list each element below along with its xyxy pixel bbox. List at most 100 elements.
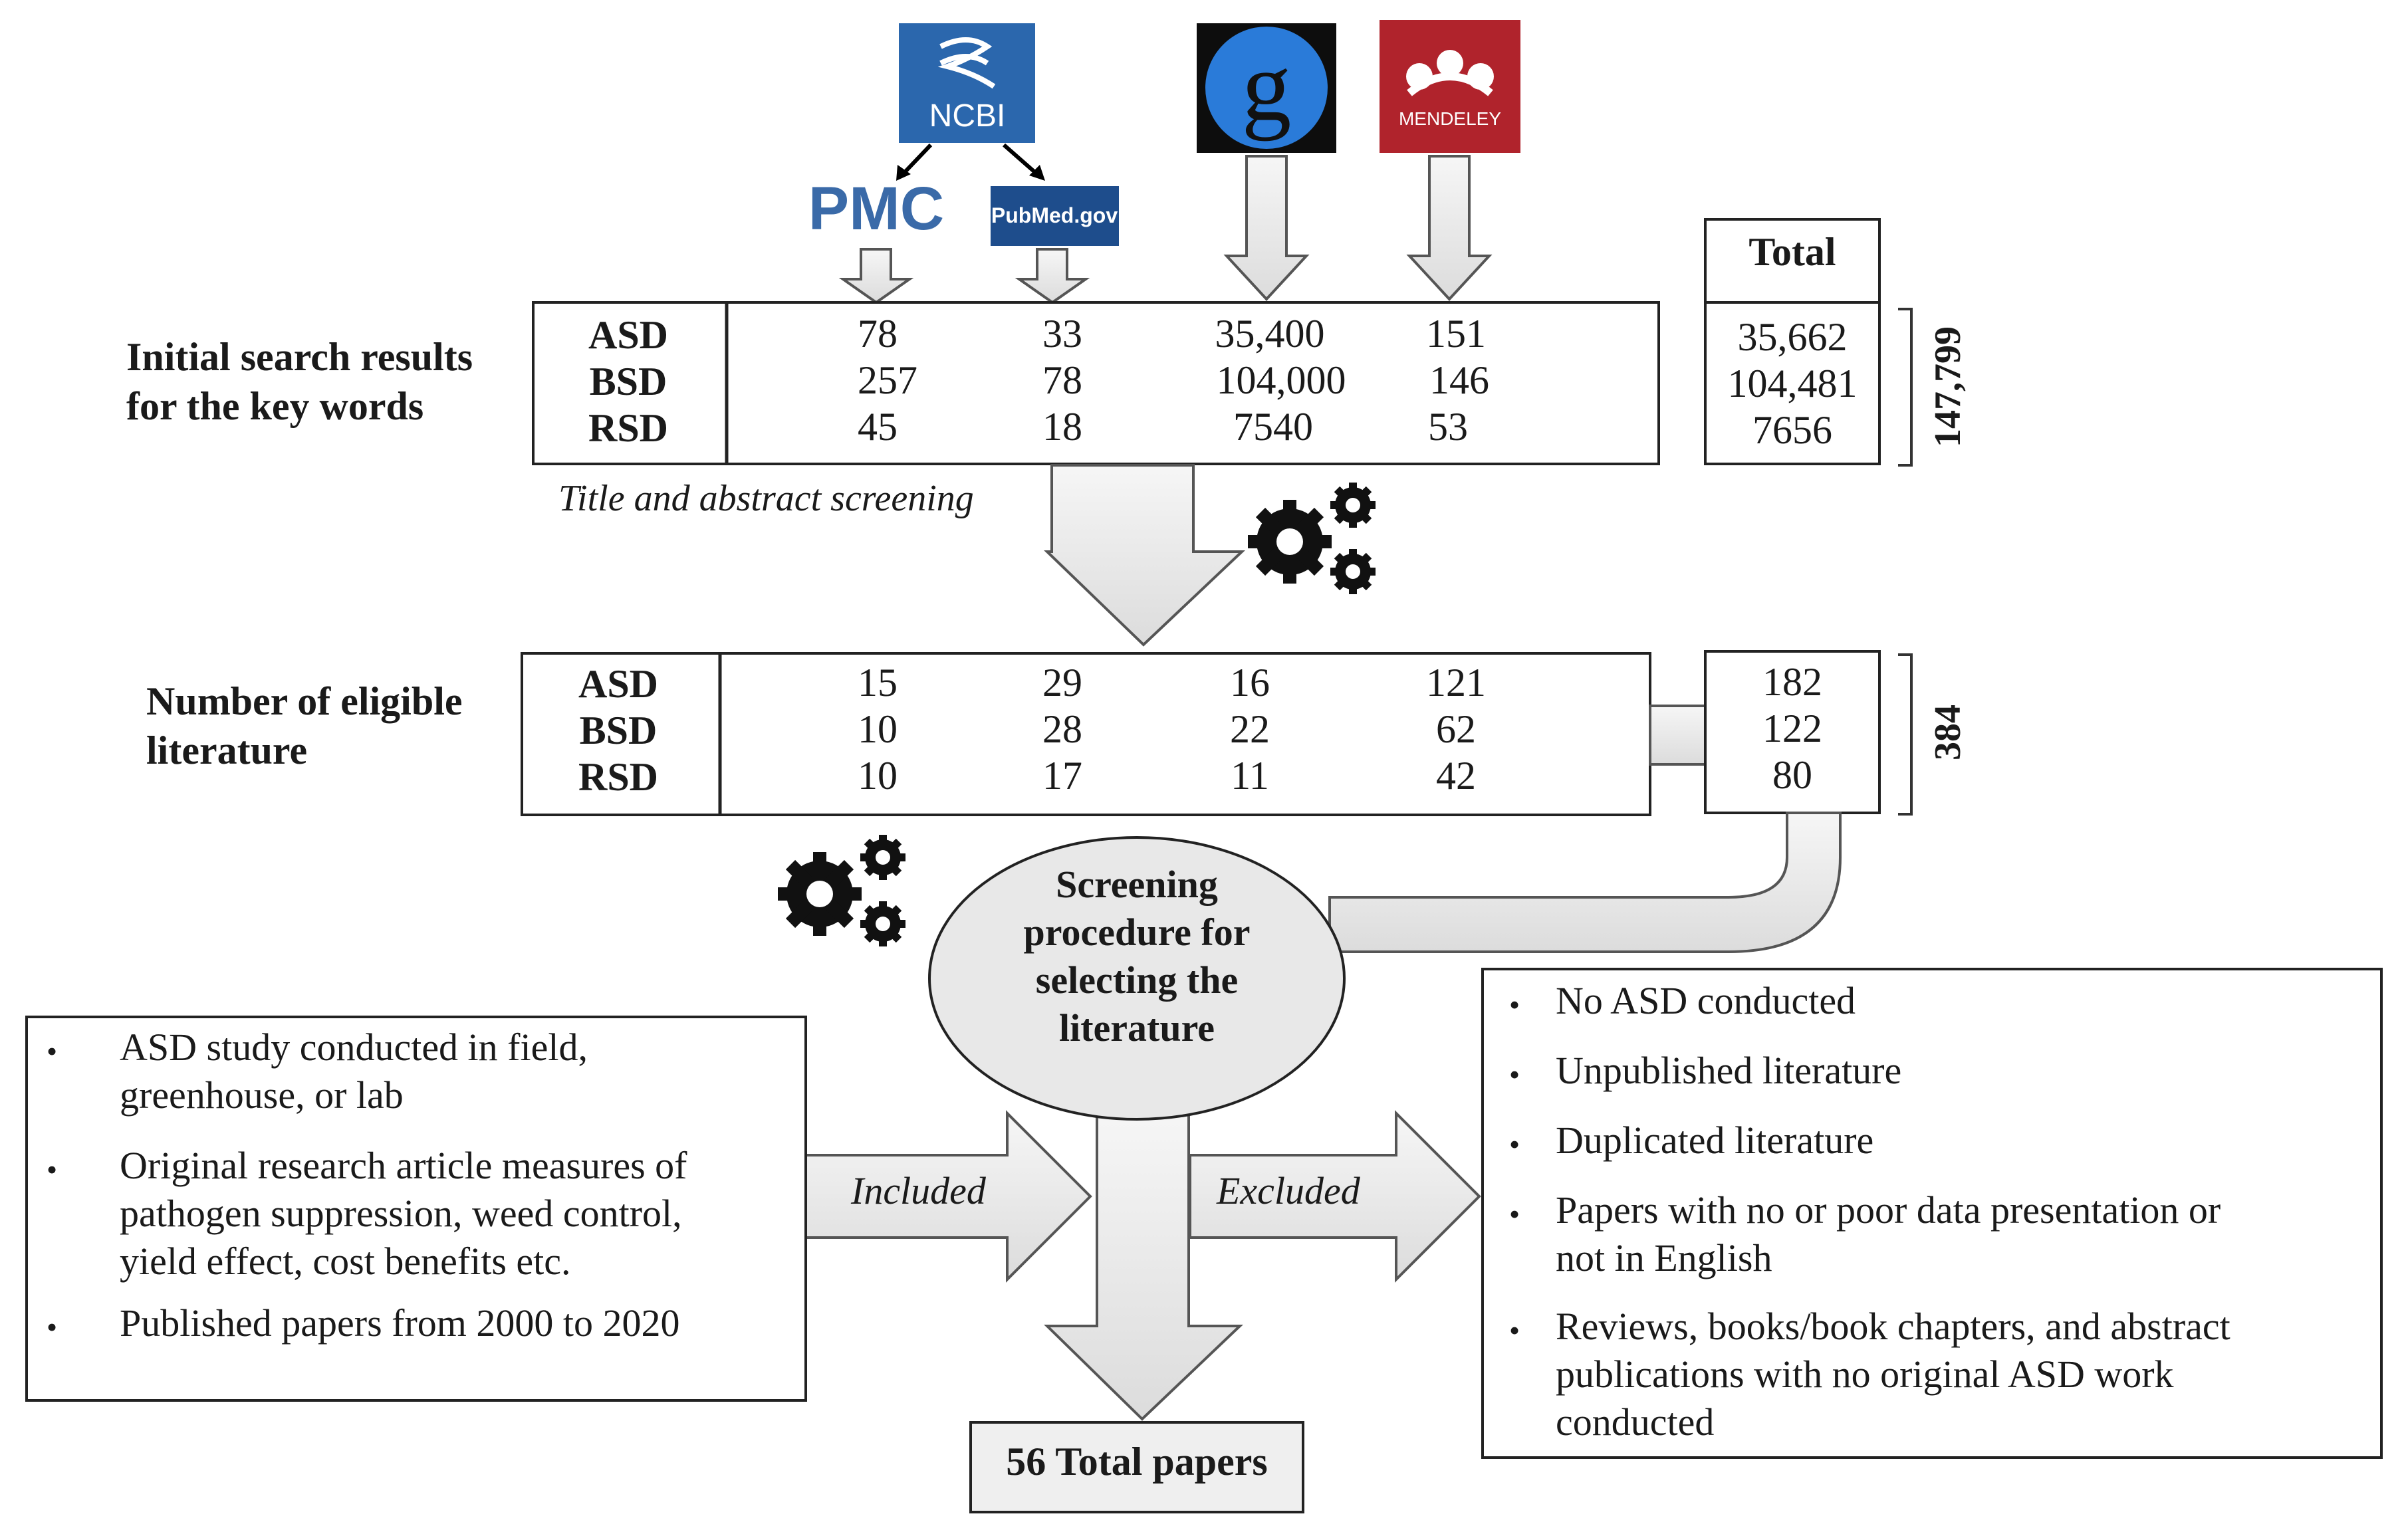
initial-cell: 33 xyxy=(1042,312,1082,356)
eligible-grand-total: 384 xyxy=(1927,705,1969,760)
excluded-arrow xyxy=(1189,1110,1481,1283)
pubmed-logo: PubMed.gov xyxy=(991,186,1119,246)
eligible-row-label-rsd: RSD xyxy=(578,755,659,799)
svg-text:NCBI: NCBI xyxy=(929,98,1006,134)
initial-total-rsd: 7656 xyxy=(1752,408,1832,452)
total-header: Total xyxy=(1748,230,1836,274)
eligible-total-bsd: 122 xyxy=(1762,707,1822,750)
eligible-cell: 11 xyxy=(1231,754,1269,798)
procedure-line4: literature xyxy=(1058,1006,1215,1049)
eligible-connector xyxy=(1649,705,1707,766)
initial-row-label-rsd: RSD xyxy=(588,406,669,450)
initial-cell: 53 xyxy=(1428,405,1468,449)
eligible-label-line1: Number of eligible xyxy=(146,679,463,723)
initial-cell: 45 xyxy=(858,405,898,449)
mendeley-logo: MENDELEY xyxy=(1380,20,1520,153)
eligible-cell: 62 xyxy=(1436,707,1476,751)
initial-cell: 78 xyxy=(858,312,898,356)
bullet-icon: • xyxy=(47,1034,58,1068)
excluded-label: Excluded xyxy=(1217,1169,1360,1212)
eligible-total-rsd: 80 xyxy=(1772,753,1812,797)
initial-search-label: Initial search results for the key words xyxy=(126,332,473,431)
pmc-down-arrow xyxy=(838,248,914,304)
initial-row-label-bsd: BSD xyxy=(589,360,667,403)
eligible-totals-box xyxy=(1704,650,1881,814)
excluded-item: Duplicated literature xyxy=(1556,1119,1874,1162)
initial-cell: 35,400 xyxy=(1215,312,1325,356)
result-down-arrow xyxy=(1044,1109,1243,1421)
initial-results-table xyxy=(532,301,1660,465)
svg-text:g: g xyxy=(1242,31,1292,142)
screening-note: Title and abstract screening xyxy=(558,478,974,519)
bullet-icon: • xyxy=(1509,988,1520,1022)
pmc-logo: PMC xyxy=(808,175,944,243)
initial-search-label-line2: for the key words xyxy=(126,384,424,428)
included-label: Included xyxy=(851,1169,986,1212)
eligible-cell: 42 xyxy=(1436,754,1476,798)
curved-connector xyxy=(1328,812,1842,953)
bullet-icon: • xyxy=(1509,1197,1520,1231)
excluded-item: Papers with no or poor data presentation… xyxy=(1556,1188,2221,1279)
initial-search-label-line1: Initial search results xyxy=(126,335,473,379)
eligible-label: Number of eligible literature xyxy=(146,677,463,775)
initial-cell: 146 xyxy=(1429,358,1489,402)
eligible-cell: 121 xyxy=(1426,661,1486,705)
eligible-cell: 10 xyxy=(858,754,898,798)
eligible-label-line2: literature xyxy=(146,728,308,772)
initial-totals-box xyxy=(1704,301,1881,465)
included-item: Published papers from 2000 to 2020 xyxy=(120,1301,680,1345)
mendeley-down-arrow xyxy=(1406,155,1493,301)
svg-text:PubMed.gov: PubMed.gov xyxy=(991,203,1118,227)
ncbi-to-pubmed-arrow xyxy=(1003,143,1038,176)
procedure-line2: procedure for xyxy=(1023,911,1251,954)
eligible-cell: 22 xyxy=(1230,707,1270,751)
gears-icon-2 xyxy=(778,835,905,946)
initial-cell: 104,000 xyxy=(1216,358,1346,402)
initial-cell: 257 xyxy=(858,358,917,402)
google-down-arrow xyxy=(1223,155,1310,301)
excluded-item: Reviews, books/book chapters, and abstra… xyxy=(1556,1305,2230,1444)
bullet-icon: • xyxy=(1509,1057,1520,1091)
excluded-item: No ASD conducted xyxy=(1556,979,1856,1022)
initial-cell: 151 xyxy=(1426,312,1486,356)
included-item: ASD study conducted in field, greenhouse… xyxy=(120,1026,588,1117)
bullet-icon: • xyxy=(47,1153,58,1186)
initial-total-bsd: 104,481 xyxy=(1727,362,1858,405)
eligible-row-label-asd: ASD xyxy=(578,662,659,706)
initial-row-label-asd: ASD xyxy=(588,313,669,357)
initial-cell: 18 xyxy=(1042,405,1082,449)
bullet-icon: • xyxy=(1509,1127,1520,1161)
excluded-item: Unpublished literature xyxy=(1556,1049,1902,1092)
svg-text:MENDELEY: MENDELEY xyxy=(1399,108,1501,129)
eligible-cell: 17 xyxy=(1042,754,1082,798)
procedure-line1: Screening xyxy=(1056,863,1218,906)
screening-procedure-text: Screening procedure for selecting the li… xyxy=(944,861,1330,1052)
included-arrow xyxy=(804,1110,1092,1283)
bullet-icon: • xyxy=(1509,1313,1520,1347)
eligible-row-label-bsd: BSD xyxy=(579,709,658,752)
included-item: Original research article measures of pa… xyxy=(120,1144,687,1283)
bullet-icon: • xyxy=(47,1310,58,1344)
eligible-table xyxy=(521,652,1651,816)
eligible-cell: 15 xyxy=(858,661,898,705)
ncbi-to-pmc-arrow xyxy=(901,143,933,176)
total-papers-label: 56 Total papers xyxy=(1006,1440,1268,1484)
pubmed-down-arrow xyxy=(1015,248,1090,304)
eligible-total-bracket xyxy=(1898,653,1913,816)
screening-down-arrow xyxy=(1044,464,1246,647)
initial-cell: 78 xyxy=(1042,358,1082,402)
excluded-criteria-box xyxy=(1481,968,2383,1459)
ncbi-logo: NCBI xyxy=(899,23,1035,143)
eligible-cell: 10 xyxy=(858,707,898,751)
eligible-cell: 29 xyxy=(1042,661,1082,705)
google-scholar-logo: g xyxy=(1197,23,1336,153)
initial-total-bracket xyxy=(1898,308,1913,467)
eligible-cell: 28 xyxy=(1042,707,1082,751)
initial-cell: 7540 xyxy=(1233,405,1313,449)
procedure-line3: selecting the xyxy=(1035,958,1239,1002)
initial-grand-total: 147,799 xyxy=(1927,326,1969,447)
initial-total-asd: 35,662 xyxy=(1737,315,1848,359)
total-papers-box xyxy=(969,1421,1304,1513)
